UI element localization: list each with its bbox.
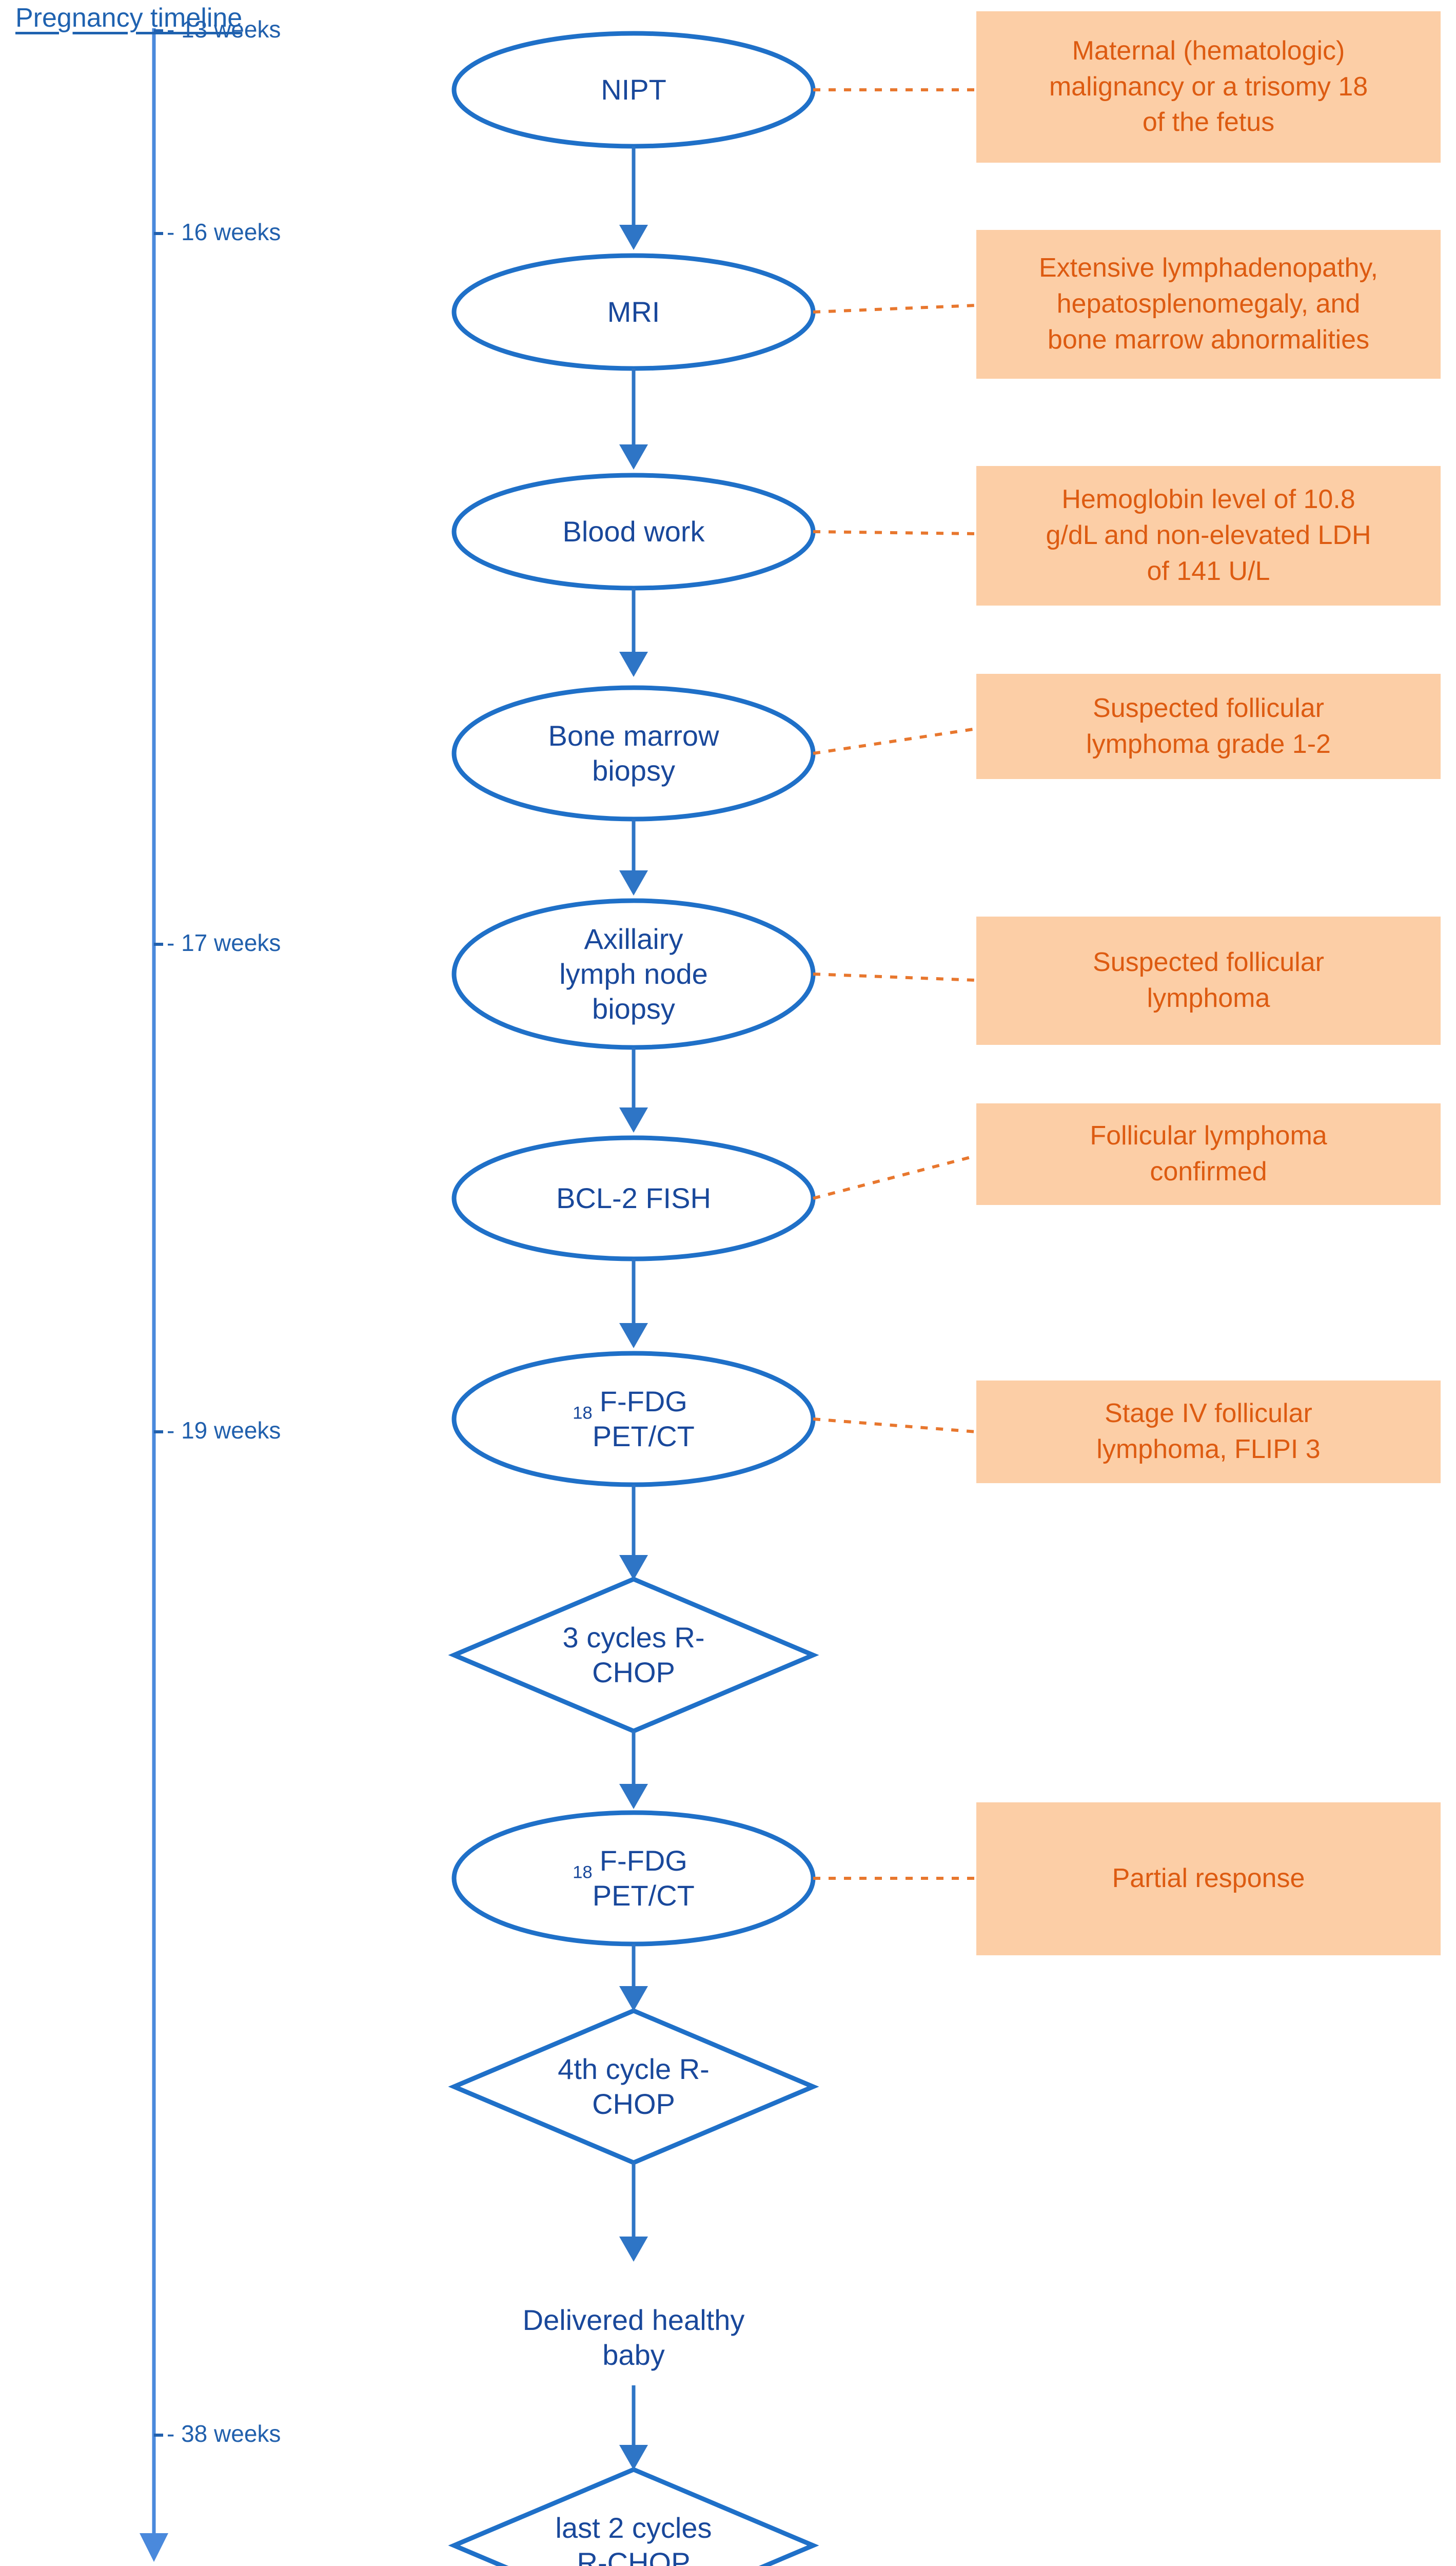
annotation-bone-marrow-biopsy: Suspected follicular lymphoma grade 1-2: [976, 674, 1441, 779]
callout-line-lnbiopsy: [813, 973, 977, 982]
petct-2-rest: F-FDG PET/CT: [592, 1844, 695, 1912]
callout-lines: [813, 88, 977, 1880]
node-shapes: [448, 31, 819, 2566]
node-label-nipt[interactable]: NIPT: [601, 73, 666, 106]
petct-1-rest: F-FDG PET/CT: [592, 1385, 695, 1452]
annotation-blood-work: Hemoglobin level of 10.8 g/dL and non-el…: [976, 466, 1441, 606]
node-label-blood-work[interactable]: Blood work: [562, 515, 705, 548]
node-label-bone-marrow-biopsy[interactable]: Bone marrow biopsy: [548, 719, 719, 787]
callout-line-bcl2: [813, 1154, 977, 1200]
timeline-label-19-weeks: - 19 weeks: [167, 1417, 281, 1444]
node-label-delivered-healthy-baby[interactable]: Delivered healthy baby: [522, 2303, 745, 2371]
annotation-petct-1: Stage IV follicular lymphoma, FLIPI 3: [976, 1381, 1441, 1483]
timeline-label-13-weeks: - 13 weeks: [167, 16, 281, 43]
annotation-nipt: Maternal (hematologic) malignancy or a t…: [976, 11, 1441, 163]
pregnancy-timeline-title: Pregnancy timeline: [15, 3, 243, 33]
annotation-lymph-node-biopsy: Suspected follicular lymphoma: [976, 917, 1441, 1045]
isotope-superscript-18-first: 18: [573, 1403, 593, 1423]
annotation-mri: Extensive lymphadenopathy, hepatosplenom…: [976, 230, 1441, 379]
callout-line-bloodwork: [813, 530, 977, 535]
timeline-label-16-weeks: - 16 weeks: [167, 219, 281, 245]
timeline-label-17-weeks: - 17 weeks: [167, 929, 281, 956]
callout-line-mri: [813, 304, 977, 314]
node-label-bcl2-fish[interactable]: BCL-2 FISH: [556, 1181, 711, 1214]
isotope-superscript-18-second: 18: [573, 1862, 593, 1882]
callout-line-petct1: [813, 1417, 977, 1433]
timeline-ticks: [154, 29, 163, 2437]
timeline-label-38-weeks: - 38 weeks: [167, 2420, 281, 2447]
node-label-mri[interactable]: MRI: [607, 295, 660, 328]
node-label-axillary-lymph-node-biopsy[interactable]: Axillairy lymph node biopsy: [559, 922, 708, 1025]
node-label-rchop-last-2-cycles[interactable]: last 2 cycles R-CHOP: [555, 2511, 712, 2566]
annotation-bcl2-fish: Follicular lymphoma confirmed: [976, 1103, 1441, 1205]
annotation-petct-2: Partial response: [976, 1802, 1441, 1955]
callout-line-bmbiopsy: [813, 727, 977, 755]
node-label-rchop-4th-cycle[interactable]: 4th cycle R- CHOP: [558, 2052, 710, 2120]
node-label-rchop-3-cycles[interactable]: 3 cycles R- CHOP: [562, 1621, 705, 1688]
